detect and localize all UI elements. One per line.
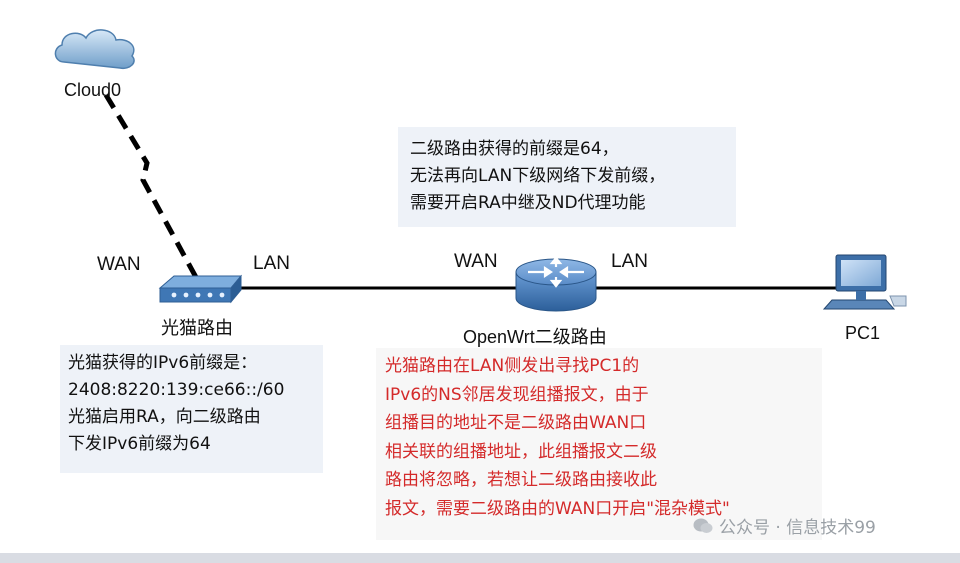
note-line: 光猫获得的IPv6前缀是： (68, 353, 258, 373)
note-line: 报文，需要二级路由的WAN口开启"混杂模式" (385, 498, 730, 519)
router-icon (515, 256, 597, 312)
note-line: 需要开启RA中继及ND代理功能 (410, 193, 646, 213)
note-line: 光猫启用RA，向二级路由 (68, 407, 261, 427)
note-line: 光猫路由在LAN侧发出寻找PC1的 (385, 356, 640, 376)
wan-serial-link (103, 93, 201, 283)
router-wan-port-label: WAN (454, 251, 498, 272)
router-prefix-note: 二级路由获得的前缀是64， 无法再向LAN下级网络下发前缀， 需要开启RA中继及… (398, 127, 736, 227)
modem-label: 光猫路由 (161, 318, 233, 338)
cloud-icon (54, 29, 135, 70)
modem-prefix-note: 光猫获得的IPv6前缀是： 2408:8220:139:ce66::/60 光猫… (60, 345, 323, 473)
pc-label: PC1 (845, 323, 881, 343)
router-label: OpenWrt二级路由 (463, 327, 607, 347)
note-line: 下发IPv6前缀为64 (68, 434, 211, 454)
bottom-border (0, 553, 960, 563)
pc-icon (822, 254, 907, 310)
watermark-text: 公众号 · 信息技术99 (719, 518, 876, 538)
note-line: 路由将忽略，若想让二级路由接收此 (385, 470, 657, 491)
router-lan-port-label: LAN (611, 251, 648, 272)
note-line: 组播目的地址不是二级路由WAN口 (385, 413, 647, 434)
modem-router-icon (158, 274, 243, 304)
modem-lan-port-label: LAN (253, 253, 290, 274)
multicast-note: 光猫路由在LAN侧发出寻找PC1的 IPv6的NS邻居发现组播报文，由于 组播目… (376, 348, 822, 540)
cloud-label: Cloud0 (64, 80, 122, 100)
note-line: 相关联的组播地址，此组播报文二级 (385, 441, 657, 462)
note-line: IPv6的NS邻居发现组播报文，由于 (385, 384, 649, 405)
note-line: 2408:8220:139:ce66::/60 (68, 380, 285, 400)
modem-wan-port-label: WAN (97, 254, 141, 275)
note-line: 二级路由获得的前缀是64， (410, 139, 619, 159)
watermark: 公众号 · 信息技术99 (693, 513, 876, 538)
note-line: 无法再向LAN下级网络下发前缀， (410, 166, 666, 186)
wechat-icon (693, 518, 713, 533)
